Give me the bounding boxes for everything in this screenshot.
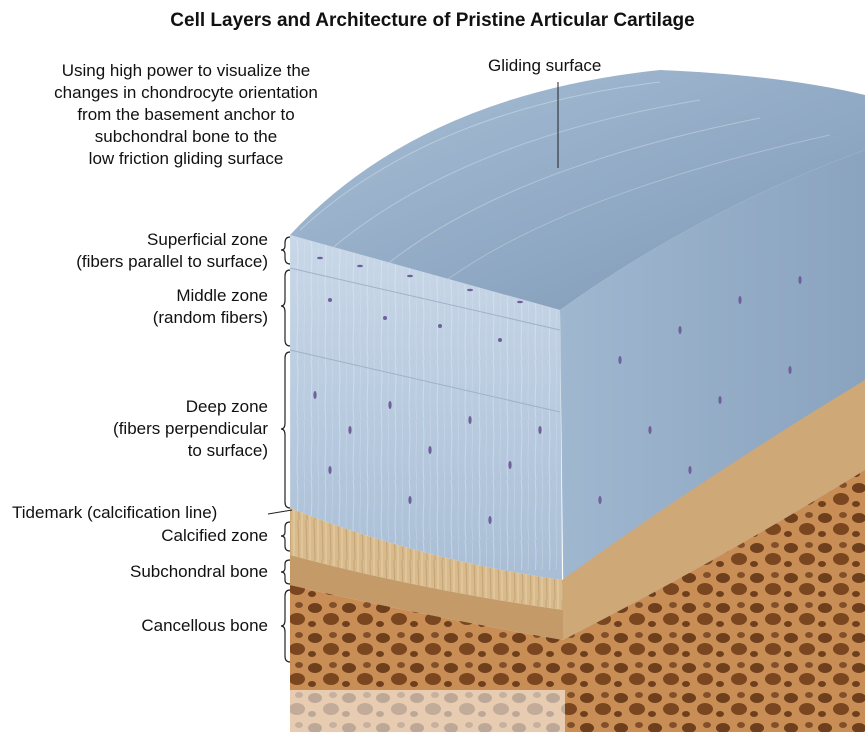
subchondral-bone-label: Subchondral bone — [130, 561, 268, 583]
intro-line: Using high power to visualize the — [0, 60, 372, 82]
tidemark-leader — [268, 510, 292, 514]
superficial-zone-label: Superficial zone (fibers parallel to sur… — [76, 229, 268, 273]
intro-line: from the basement anchor to — [0, 104, 372, 126]
middle-zone-label: Middle zone (random fibers) — [153, 285, 268, 329]
bracket-middle — [281, 270, 290, 346]
middle-zone-title: Middle zone — [153, 285, 268, 307]
calcified-zone-label: Calcified zone — [161, 525, 268, 547]
tidemark-label: Tidemark (calcification line) — [12, 503, 217, 523]
intro-description: Using high power to visualize the change… — [0, 60, 372, 170]
deep-zone-label: Deep zone (fibers perpendicular to surfa… — [113, 396, 268, 462]
intro-line: low friction gliding surface — [0, 148, 372, 170]
deep-zone-desc-2: to surface) — [113, 440, 268, 462]
deep-zone-title: Deep zone — [113, 396, 268, 418]
middle-zone-desc: (random fibers) — [153, 307, 268, 329]
deep-zone-desc-1: (fibers perpendicular — [113, 418, 268, 440]
bracket-calcified — [281, 522, 290, 551]
page-title: Cell Layers and Architecture of Pristine… — [0, 10, 865, 32]
bracket-superficial — [281, 237, 290, 264]
bracket-cancellous — [281, 590, 290, 662]
superficial-zone-desc: (fibers parallel to surface) — [76, 251, 268, 273]
superficial-zone-title: Superficial zone — [76, 229, 268, 251]
bracket-deep — [281, 352, 290, 508]
intro-line: changes in chondrocyte orientation — [0, 82, 372, 104]
intro-line: subchondral bone to the — [0, 126, 372, 148]
cancellous-bone-label: Cancellous bone — [141, 615, 268, 637]
gliding-surface-label: Gliding surface — [488, 56, 601, 76]
bracket-subchondral — [281, 560, 290, 584]
zone-brackets — [281, 237, 290, 662]
